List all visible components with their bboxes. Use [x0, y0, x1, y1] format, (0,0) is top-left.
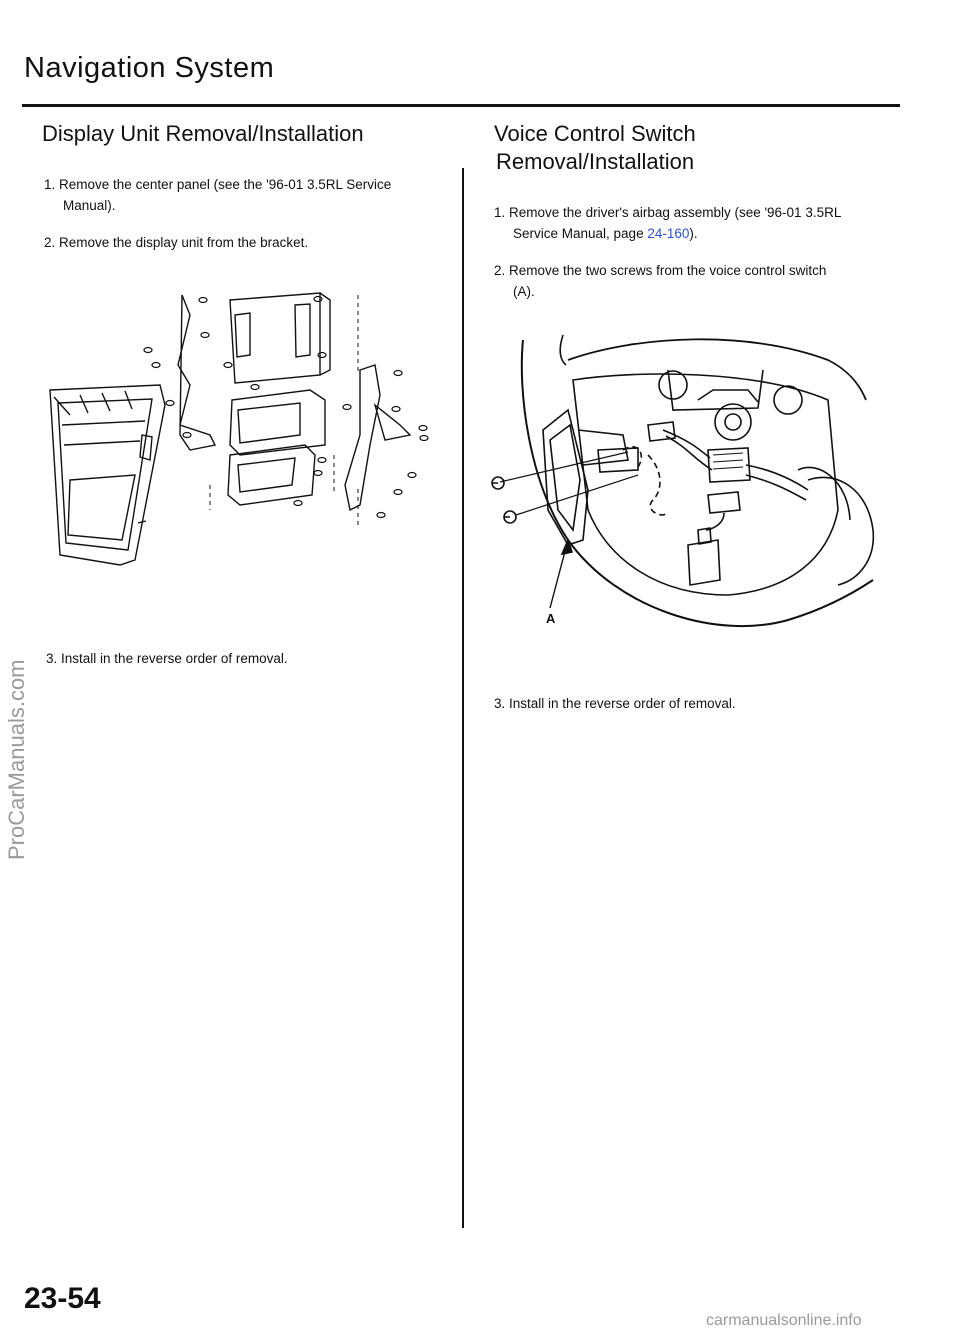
page-title: Navigation System [24, 52, 275, 84]
right-step-2: 2. Remove the two screws from the voice … [494, 260, 914, 302]
page-24-160-link[interactable]: 24-160 [647, 226, 690, 241]
title-rule [22, 104, 900, 107]
left-step-1-num: 1. [44, 177, 56, 192]
right-step-2-num: 2. [494, 263, 506, 278]
left-step-2-text: Remove the display unit from the bracket… [59, 235, 309, 250]
footer-watermark: carmanualsonline.info [706, 1312, 862, 1329]
voice-switch-heading-line2: Removal/Installation [496, 149, 695, 174]
left-step-3: 3. Install in the reverse order of remov… [46, 648, 446, 669]
right-step-2-cont: (A). [513, 284, 535, 299]
side-watermark: ProCarManuals.com [4, 659, 29, 860]
left-step-1: 1. Remove the center panel (see the '96-… [44, 174, 444, 216]
figure-label-a: A [546, 611, 556, 626]
right-step-1: 1. Remove the driver's airbag assembly (… [494, 202, 914, 244]
page-number: 23-54 [24, 1282, 101, 1315]
left-step-1-text: Remove the center panel (see the '96-01 … [59, 177, 392, 192]
column-divider [462, 168, 464, 1228]
left-step-2: 2. Remove the display unit from the brac… [44, 232, 444, 253]
right-step-1-cont-post: ). [689, 226, 698, 241]
side-watermark-box: ProCarManuals.com [4, 520, 34, 860]
right-step-2-text: Remove the two screws from the voice con… [509, 263, 827, 278]
voice-control-switch-diagram [491, 334, 875, 627]
left-step-1-cont: Manual). [63, 198, 116, 213]
right-step-1-text: Remove the driver's airbag assembly (see… [509, 205, 842, 220]
right-step-3-text: Install in the reverse order of removal. [509, 696, 736, 711]
left-step-3-num: 3. [46, 651, 58, 666]
right-step-3: 3. Install in the reverse order of remov… [494, 693, 914, 714]
right-step-1-num: 1. [494, 205, 506, 220]
display-unit-heading: Display Unit Removal/Installation [42, 121, 364, 146]
right-step-3-num: 3. [494, 696, 506, 711]
left-step-2-num: 2. [44, 235, 56, 250]
voice-switch-heading-line1: Voice Control Switch [494, 121, 696, 146]
display-unit-exploded-diagram [49, 292, 429, 566]
right-step-1-cont-pre: Service Manual, page [513, 226, 648, 241]
left-step-3-text: Install in the reverse order of removal. [61, 651, 288, 666]
